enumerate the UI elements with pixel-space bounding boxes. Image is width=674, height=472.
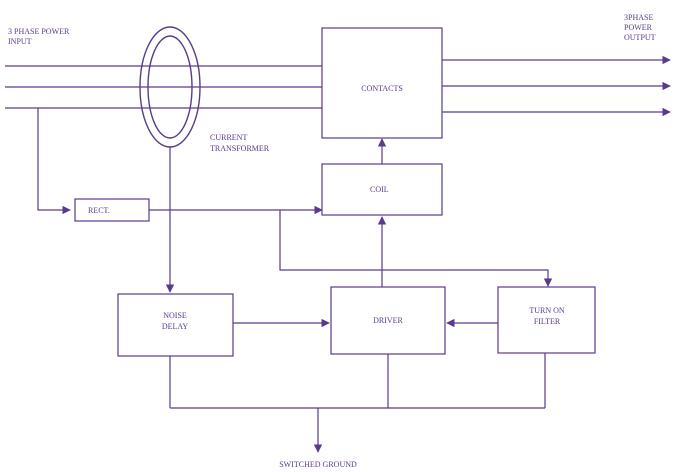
noise-delay-label-line2: DELAY	[162, 322, 189, 331]
noise-delay-block	[117, 293, 234, 357]
output-label-line1: 3PHASE	[624, 13, 653, 22]
contacts-label: CONTACTS	[361, 84, 403, 93]
switched-ground-label: SWITCHED GROUND	[279, 460, 357, 469]
noise-delay-label-line1: NOISE	[163, 311, 187, 320]
current-transformer-inner-ring	[147, 35, 193, 139]
rect-label: RECT.	[88, 206, 110, 215]
supply-to-filter-line	[279, 210, 553, 287]
turn-on-filter-block	[497, 286, 596, 354]
coil-label: COIL	[370, 185, 389, 194]
ct-label-line1: CURRENT	[210, 133, 247, 142]
input-label-line2: INPUT	[8, 37, 32, 46]
filter-label-line2: FILTER	[534, 317, 561, 326]
contacts-block	[321, 27, 443, 139]
output-label-line2: POWER	[624, 23, 653, 32]
filter-label-line1: TURN ON	[529, 306, 565, 315]
output-label-line3: OUTPUT	[624, 33, 656, 42]
ct-label-line2: TRANSFORMER	[210, 144, 270, 153]
input-label-line1: 3 PHASE POWER	[8, 27, 70, 36]
driver-label: DRIVER	[373, 316, 403, 325]
rect-block	[74, 198, 150, 222]
phase-tap-to-rect	[37, 108, 71, 215]
